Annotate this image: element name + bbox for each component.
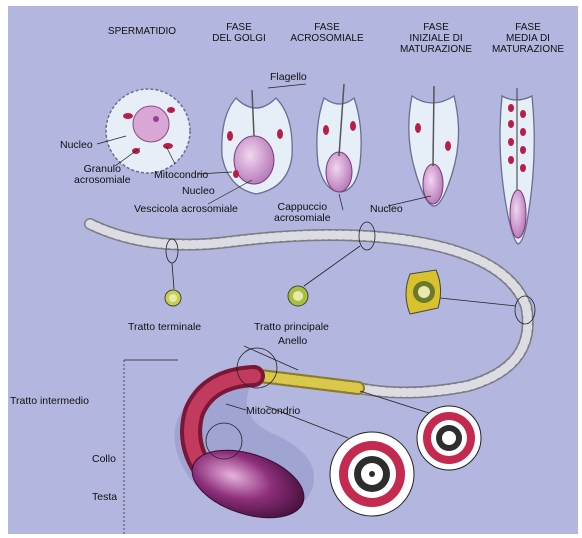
midpiece-section [330,432,414,516]
early-maturation-cell [409,86,459,206]
header-spermatidio: SPERMATIDIO [100,26,184,37]
label-collo: Collo [92,454,116,465]
label-testa: Testa [92,492,117,503]
header-media: FASE MEDIA DI MATURAZIONE [486,22,570,55]
label-mitocondrio-spermatid: Mitocondrio [154,170,208,181]
label-cappuccio-acrosomiale: Cappuccio acrosomiale [274,202,331,224]
sperm-head [174,372,314,531]
end-section [406,270,441,314]
header-acrosomiale: FASE ACROSOMIALE [284,22,370,44]
label-tratto-terminale: Tratto terminale [128,322,201,333]
label-nucleo-golgi: Nucleo [182,186,215,197]
label-vescicola-acrosomiale: Vescicola acrosomiale [134,204,238,215]
spermatid-cell [106,89,190,173]
label-nucleo-maturation: Nucleo [370,204,403,215]
mid-maturation-cell [500,88,534,244]
header-golgi: FASE DEL GOLGI [204,22,274,44]
label-mitocondrio-midpiece: Mitocondrio [246,406,300,417]
header-iniziale: FASE INIZIALE DI MATURAZIONE [394,22,478,55]
principal-large-section [417,406,481,470]
label-tratto-principale: Tratto principale [254,322,329,333]
label-flagello: Flagello [270,72,307,83]
golgi-phase-cell [222,90,292,194]
acrosomal-phase-cell [317,84,361,192]
label-tratto-intermedio: Tratto intermedio [10,396,89,407]
label-granulo-acrosomiale: Granulo acrosomiale [74,164,131,186]
principal-section [288,286,308,306]
diagram-frame: SPERMATIDIO FASE DEL GOLGI FASE ACROSOMI… [8,6,578,534]
terminal-section [165,290,181,306]
label-anello: Anello [278,336,307,347]
sperm-tail [90,224,528,393]
label-nucleo-spermatid: Nucleo [60,140,93,151]
